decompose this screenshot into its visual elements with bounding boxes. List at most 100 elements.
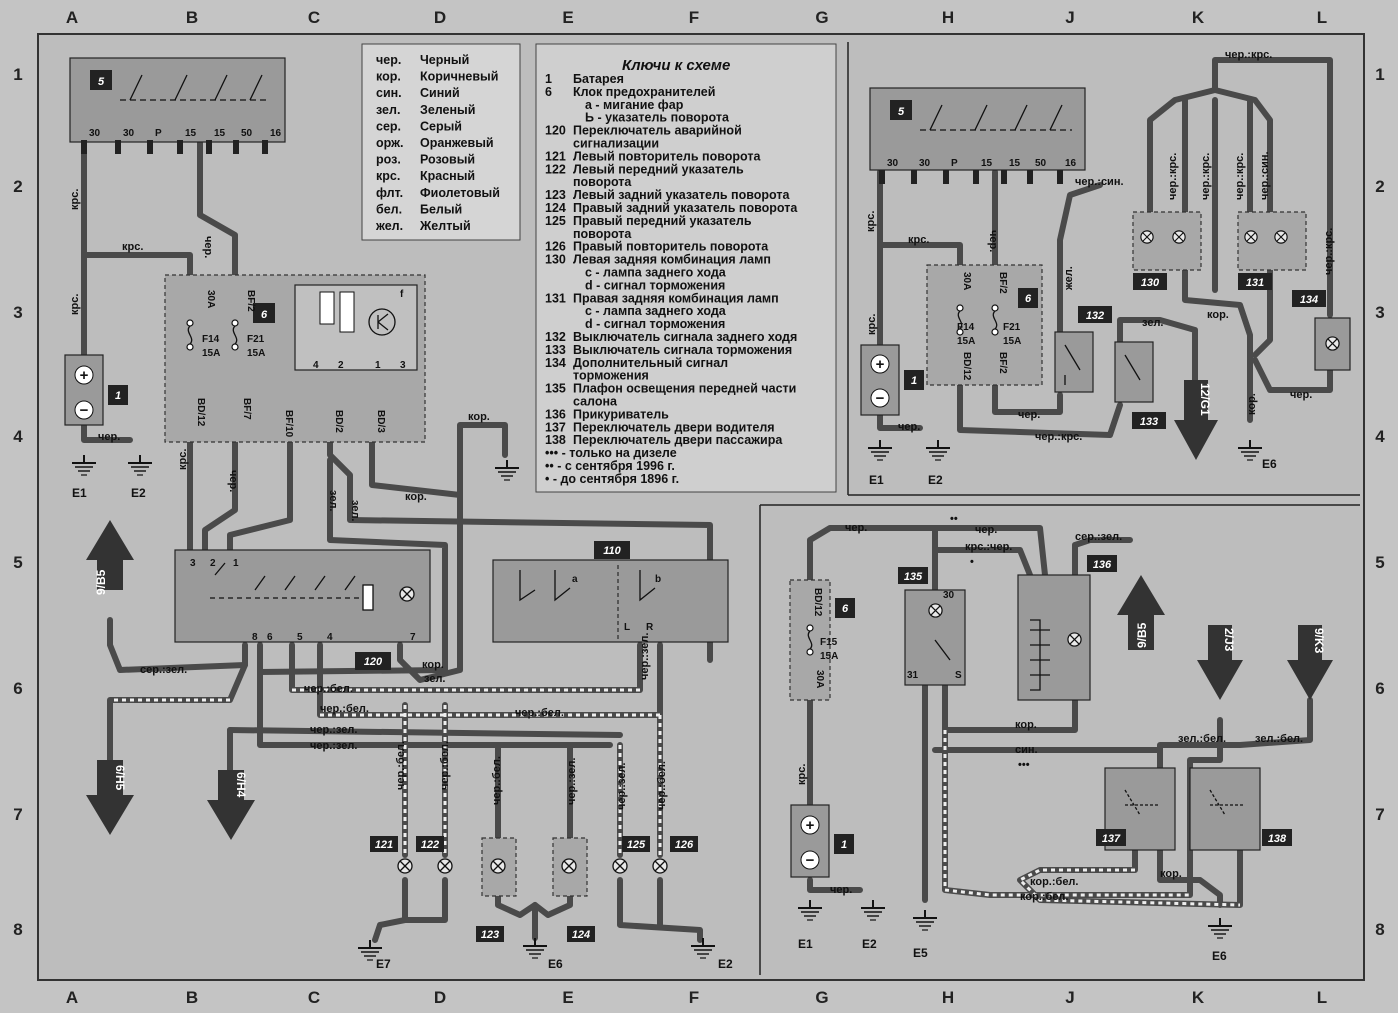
rt-fuse-badge: 6 [1025,293,1032,305]
arrow-down-6h4: 6/H4 [207,770,255,840]
key-number: 135 [545,382,566,396]
wire-label: чер.:крс. [1200,153,1212,200]
rb-137-badge: 137 [1102,833,1121,845]
pin-label: 15 [1009,158,1021,169]
wire-label: зел. [349,500,361,521]
fuse-f21-top: BF/2 [245,290,256,312]
legend-abbr: чер. [376,53,401,67]
relay-pin-label: 4 [313,360,319,371]
svg-text:6/H4: 6/H4 [234,772,248,798]
wire-label: зел. [327,490,339,511]
rt-battery-badge: 1 [911,375,917,387]
frame-row-number: 5 [13,553,22,572]
frame-row-number: 7 [13,805,22,824]
rt-block5-badge: 5 [898,106,905,118]
key-text: Правый передний указатель [573,214,752,228]
rt-fuse-f14-id: F14 [957,322,975,333]
svg-text:9/B5: 9/B5 [1135,622,1149,648]
rb-138-badge: 138 [1268,833,1287,845]
key-text: Левый передний указатель [573,162,744,176]
wire-label: чер.:бел. [515,707,564,719]
key-text: Переключатель двери водителя [573,420,775,434]
wire-label: чер.:син. [1075,176,1124,188]
wire-label: чер. [975,524,997,536]
relay-pin-label: 3 [400,360,406,371]
wire-label: кор. [1160,868,1182,880]
rb-ground-e1: E1 [798,937,813,951]
sw120-top-pin: 2 [210,558,216,569]
legend-abbr: крс. [376,169,400,183]
wire-label: чер.:зел. [310,724,357,736]
key-text: с - лампа заднего хода [585,304,727,318]
wire-label: чер. [898,421,920,433]
legend-name: Черный [420,53,469,67]
rt-134-badge: 134 [1300,294,1318,306]
rt-130-badge: 130 [1141,277,1160,289]
wire-label: чер.:зел. [566,758,578,805]
svg-text:9/B5: 9/B5 [94,569,108,595]
legend-abbr: роз. [376,153,401,167]
wire-label: син. [1015,744,1038,756]
wire-label: ••• [1018,759,1030,771]
rb-fuse-top: BD/12 [812,588,823,617]
key-text: Прикуриватель [573,407,669,421]
frame-column-letter: B [186,988,198,1007]
pin-label: 30 [887,158,899,169]
relay-conn-bd2: BD/2 [333,410,344,433]
rt-132-badge: 132 [1086,310,1104,322]
key-text: Клок предохранителей [573,85,715,99]
frame-column-letter: J [1065,988,1074,1007]
wire-label: чер.:бел. [395,741,407,790]
key-text: салона [573,395,618,409]
key-number: 137 [545,420,566,434]
frame-column-letter: J [1065,8,1074,27]
battery-plus-icon: + [80,367,89,384]
pin-label: P [951,158,958,169]
rb-fuse-badge: 6 [842,603,849,615]
connector-pin [1027,170,1033,184]
key-text: Переключатель двери пассажира [573,433,783,447]
wire-label: кор.:бел. [1030,876,1078,888]
rb-135-badge: 135 [904,571,923,583]
wire-label: жел. [1063,266,1075,291]
legend-name: Зеленый [420,103,475,117]
rt-fuse-top-30a: 30A [961,272,972,290]
wire-label: чер.:крс. [1035,431,1082,443]
frame-column-letter: K [1192,988,1205,1007]
key-title: Ключи к схеме [622,57,730,74]
sw120-top-pin: 3 [190,558,196,569]
connector-pin [233,140,239,154]
battery-minus-icon: − [80,402,89,419]
wire-label: кор. [468,411,490,423]
relay-conn-bf10: BF/10 [283,410,294,438]
wire-label: кор. [1246,393,1258,415]
key-number: 130 [545,253,566,267]
left-fuse-badge: 6 [261,309,268,321]
key-number: 124 [545,201,566,215]
wire-label: чер.:крс. [1234,153,1246,200]
wire-label: чер. [1290,389,1312,401]
wire-label: чер.:бел. [491,756,503,805]
wire-label: зел. [424,673,445,685]
rt-131-badge: 131 [1246,277,1264,289]
key-text: d - сигнал торможения [585,317,725,331]
connector-pin [262,140,268,154]
right-bottom-circuit: 6 F15 15A BD/12 30A + − 1 135 30 31 S 13… [789,513,1333,963]
color-legend: чер.Черныйкор.Коричневыйсин.Синийзел.Зел… [361,43,521,241]
ground-e2-b: E2 [718,957,733,971]
connector-pin [147,140,153,154]
wire-label: кор. [1015,719,1037,731]
frame-column-letter: E [562,8,573,27]
key-text: Выключатель сигнала заднего ходя [573,330,797,344]
wire-label: крс. [69,189,81,210]
legend-name: Фиолетовый [420,186,500,200]
key-text: поворота [573,227,632,241]
key-number: 125 [545,214,566,228]
left-battery-badge: 1 [115,390,121,402]
wire-label: зел.:бел. [1178,733,1226,745]
rt-ground-e1: E1 [869,473,884,487]
lamp125-badge: 125 [627,839,646,851]
rt-battery-minus-icon: − [876,390,885,407]
